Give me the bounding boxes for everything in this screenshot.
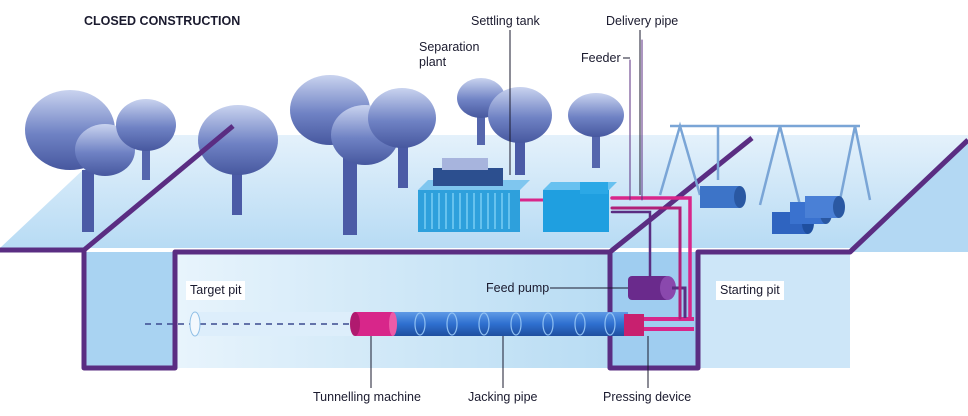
tree: [488, 87, 552, 175]
pipelines: [518, 39, 692, 320]
label-feed-pump: Feed pump: [486, 281, 550, 295]
soil-outline: [0, 124, 968, 371]
separation-plant: [418, 158, 530, 232]
gantry-crane: [658, 121, 872, 206]
label-starting-pit: Starting pit: [716, 281, 784, 300]
label-delivery-pipe: Delivery pipe: [606, 14, 679, 28]
feed-pump: [628, 276, 687, 318]
label-settling-tank: Settling tank: [471, 14, 540, 28]
label-separation-plant-line1: Separation: [419, 40, 480, 54]
trees: [25, 75, 624, 235]
tree: [25, 90, 135, 232]
pressing-device: [624, 314, 694, 336]
settling-tank: [543, 182, 617, 232]
tunnelling-machine: [350, 312, 397, 336]
label-jacking-pipe: Jacking pipe: [468, 390, 538, 404]
tree: [116, 99, 176, 180]
label-target-pit: Target pit: [186, 281, 246, 300]
leader-lines: [370, 30, 649, 388]
tree: [198, 105, 278, 215]
label-pressing-device: Pressing device: [603, 390, 692, 404]
label-feeder: Feeder: [581, 51, 621, 65]
label-tunnelling-machine: Tunnelling machine: [313, 390, 421, 404]
diagram-title: CLOSED CONSTRUCTION: [84, 14, 241, 28]
tree: [568, 93, 624, 168]
tree: [368, 88, 436, 188]
jacking-pipe: [390, 312, 628, 336]
pipe-stack: [700, 186, 845, 234]
label-separation-plant-line2: plant: [419, 55, 447, 69]
